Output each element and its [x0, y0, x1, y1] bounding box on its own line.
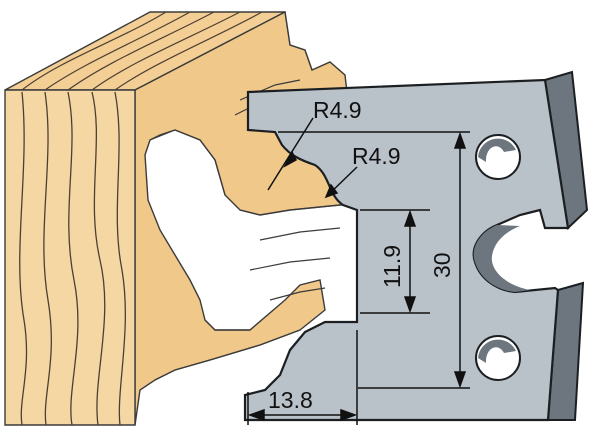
knife-hole-top-inner [478, 138, 516, 162]
knife-slot-shadow [473, 225, 530, 292]
wood-profile-details [149, 11, 341, 381]
knife-front-face [243, 78, 570, 422]
knife-hole-bottom-inner [478, 339, 516, 363]
label-radius-upper: R4.9 [313, 97, 362, 123]
label-radius-lower: R4.9 [352, 143, 401, 169]
dimensions [247, 117, 470, 425]
wood-top-grain [21, 11, 263, 91]
label-width-bottom: 13.8 [268, 387, 313, 413]
label-height-inner: 11.9 [379, 245, 405, 288]
label-height-total: 30 [429, 252, 455, 278]
wood-grain-lines [19, 91, 126, 426]
knife-blade [243, 70, 589, 422]
